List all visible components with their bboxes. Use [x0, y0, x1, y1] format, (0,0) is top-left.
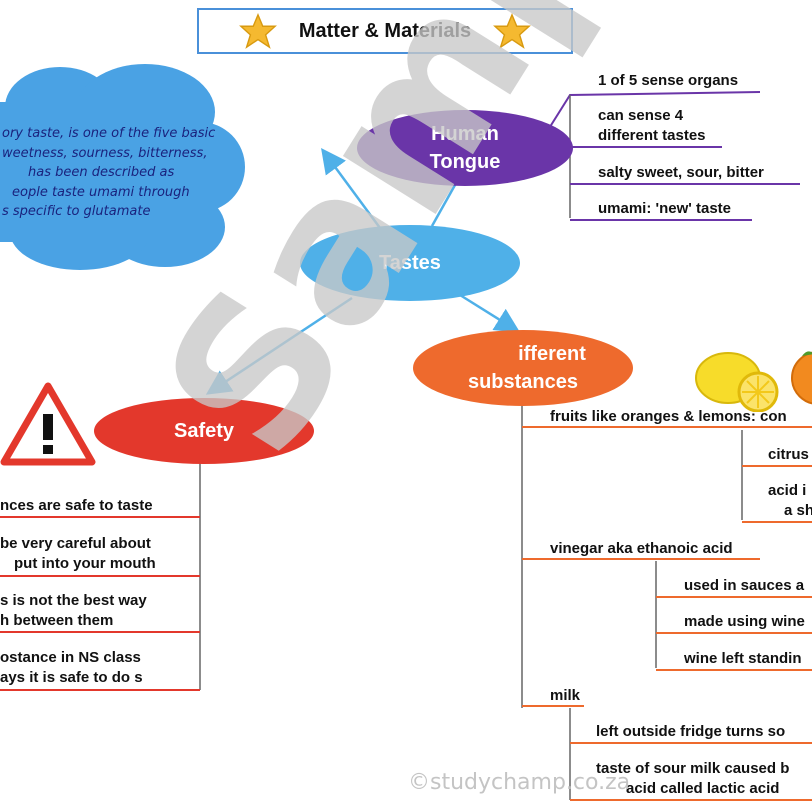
star-icon — [238, 12, 277, 49]
different-substances-node: ifferent substances — [413, 330, 633, 406]
cloud-line: eople taste umami through — [12, 184, 190, 200]
cloud-text: ory taste, is one of the five basic weet… — [0, 124, 215, 222]
leaf-text: be very careful about — [0, 535, 151, 552]
leaf-text: put into your mouth — [14, 555, 156, 572]
tongue-leaf: umami: 'new' taste — [598, 199, 731, 219]
leaf-text: ostance in NS class — [0, 649, 141, 666]
leaf-text: nces are safe to taste — [0, 497, 153, 514]
safety-leaf: nces are safe to taste — [0, 496, 153, 516]
leaf-text: citrus — [768, 446, 809, 463]
leaf-text: wine left standin — [684, 650, 802, 667]
title-banner: Matter & Materials — [197, 8, 573, 54]
substances-label-line: ifferent — [518, 343, 586, 365]
cloud-line: has been described as — [28, 165, 175, 180]
leaf-text: acid called lactic acid — [626, 780, 780, 797]
substances-label-line: substances — [467, 371, 579, 393]
safety-leaf: s is not the best way h between them — [0, 591, 147, 631]
tongue-leaf: salty sweet, sour, bitter — [598, 163, 764, 183]
leaf-text: acid i — [768, 482, 807, 499]
safety-label: Safety — [173, 419, 235, 442]
fruit-child-leaf: acid i a sh — [768, 481, 812, 521]
safety-leaf: ostance in NS class ays it is safe to do… — [0, 648, 143, 688]
fruits-leaf: fruits like oranges & lemons: con — [550, 408, 787, 425]
leaf-text: salty sweet, sour, bitter — [598, 164, 764, 181]
vinegar-child-leaf: used in sauces a — [684, 576, 804, 596]
safety-node: Safety — [94, 398, 314, 464]
lemon-icon — [695, 352, 779, 412]
tongue-leaf: 1 of 5 sense organs — [598, 71, 738, 91]
vinegar-leaf: vinegar aka ethanoic acid — [550, 540, 733, 557]
leaf-text: s is not the best way — [0, 592, 147, 609]
tastes-label: Tastes — [379, 251, 441, 274]
page-title: Matter & Materials — [298, 19, 472, 42]
leaf-text: can sense 4 — [598, 107, 684, 124]
tastes-node: Tastes — [300, 225, 520, 301]
fruit-child-leaf: citrus — [768, 445, 809, 465]
copyright-text: ©studychamp.co.za — [408, 770, 631, 795]
cloud-line: ory taste, is one of the five basic — [2, 126, 216, 141]
leaf-text: made using wine — [684, 613, 805, 630]
leaf-text: a sh — [784, 502, 812, 519]
cloud-line: weetness, sourness, bitterness, — [2, 145, 208, 161]
leaf-text: left outside fridge turns so — [596, 723, 786, 740]
leaf-text: ays it is safe to do s — [0, 669, 143, 686]
warning-icon — [0, 382, 96, 466]
leaf-text: h between them — [0, 612, 114, 629]
leaf-text: 1 of 5 sense organs — [598, 72, 739, 89]
cloud-line: s specific to glutamate — [2, 204, 151, 219]
star-icon — [493, 12, 532, 49]
safety-leaf: be very careful about put into your mout… — [0, 534, 156, 574]
tongue-label-line: Tongue — [429, 151, 501, 173]
leaf-text: taste of sour milk caused b — [596, 760, 790, 777]
info-cloud — [0, 64, 245, 270]
leaf-text: umami: 'new' taste — [598, 200, 732, 217]
vinegar-child-leaf: made using wine — [684, 612, 805, 632]
orange-icon — [791, 351, 812, 405]
human-tongue-node: Human Tongue — [357, 110, 573, 186]
leaf-text: different tastes — [598, 127, 706, 144]
milk-child-leaf: taste of sour milk caused b acid called … — [596, 759, 789, 799]
tongue-label-line: Human — [431, 123, 499, 145]
vinegar-child-leaf: wine left standin — [684, 649, 802, 669]
tongue-leaf: can sense 4 different tastes — [598, 106, 706, 146]
milk-leaf: milk — [550, 687, 581, 704]
milk-child-leaf: left outside fridge turns so — [596, 722, 785, 742]
leaf-text: used in sauces a — [684, 577, 805, 594]
